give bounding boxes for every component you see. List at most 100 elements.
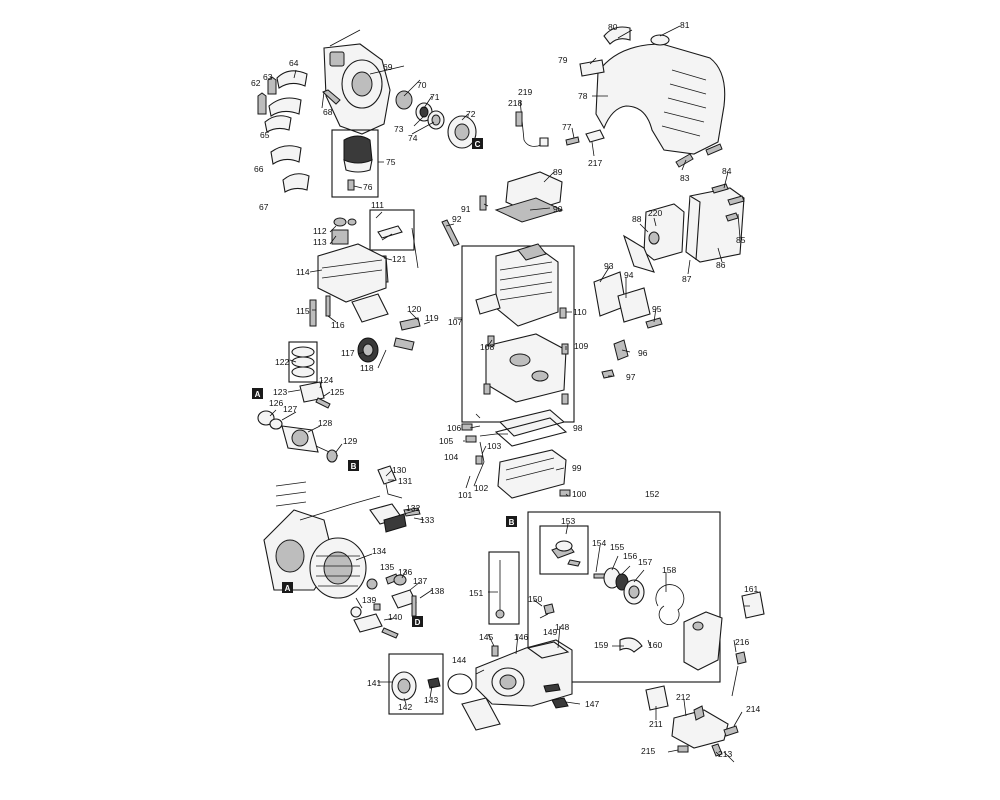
- callout-68: 68: [323, 107, 333, 117]
- callout-129: 129: [343, 436, 357, 446]
- callout-96: 96: [638, 348, 648, 358]
- callout-139: 139: [362, 595, 376, 605]
- callout-64: 64: [289, 58, 299, 68]
- callout-92: 92: [452, 214, 462, 224]
- callout-76: 76: [363, 182, 373, 192]
- callout-85: 85: [736, 235, 746, 245]
- callout-122: 122: [275, 357, 289, 367]
- callout-212: 212: [676, 692, 690, 702]
- callout-132: 132: [406, 503, 420, 513]
- callout-95: 95: [652, 304, 662, 314]
- svg-text:B: B: [351, 462, 357, 471]
- callout-88: 88: [632, 214, 642, 224]
- callout-135: 135: [380, 562, 394, 572]
- callout-102: 102: [474, 483, 488, 493]
- starter-group: [551, 540, 765, 697]
- bracket-group: [645, 685, 739, 757]
- callout-112: 112: [313, 226, 327, 236]
- cylinder-group: [475, 243, 569, 405]
- callout-213: 213: [718, 749, 732, 759]
- callout-161: 161: [744, 584, 758, 594]
- callout-125: 125: [330, 387, 344, 397]
- callout-148: 148: [555, 622, 569, 632]
- callout-105: 105: [439, 436, 453, 446]
- callout-79: 79: [558, 55, 568, 65]
- callout-80: 80: [608, 22, 618, 32]
- callout-220: 220: [648, 208, 662, 218]
- piston-crank-group: [257, 341, 339, 463]
- svg-text:A: A: [255, 390, 261, 399]
- reference-marker-a-bottom: A: [282, 582, 293, 593]
- callout-118: 118: [360, 363, 374, 373]
- callout-149: 149: [543, 627, 557, 637]
- callout-94: 94: [624, 270, 634, 280]
- callout-130: 130: [392, 465, 406, 475]
- svg-text:D: D: [415, 618, 421, 627]
- callout-89: 89: [553, 167, 563, 177]
- callout-136: 136: [398, 567, 412, 577]
- callout-83: 83: [680, 173, 690, 183]
- callout-217: 217: [588, 158, 602, 168]
- callout-114: 114: [296, 267, 310, 277]
- callout-100: 100: [572, 489, 586, 499]
- rear-housing-group: [257, 43, 477, 198]
- callout-74: 74: [408, 133, 418, 143]
- callout-124: 124: [319, 375, 333, 385]
- starter-assembly-box: [527, 511, 721, 683]
- callout-113: 113: [313, 237, 327, 247]
- callout-140: 140: [388, 612, 402, 622]
- reference-marker-b-mid: B: [348, 460, 359, 471]
- callout-109: 109: [574, 341, 588, 351]
- callout-219: 219: [518, 87, 532, 97]
- callout-69: 69: [383, 62, 393, 72]
- callout-138: 138: [430, 586, 444, 596]
- callout-117: 117: [341, 348, 355, 358]
- reference-marker-d: D: [412, 616, 423, 627]
- callout-154: 154: [592, 538, 606, 548]
- fuel-tank-group: [388, 551, 573, 731]
- callout-152: 152: [645, 489, 659, 499]
- callout-66: 66: [254, 164, 264, 174]
- callout-143: 143: [424, 695, 438, 705]
- callout-144: 144: [452, 655, 466, 665]
- engine-cover-group: [515, 26, 726, 168]
- callout-133: 133: [420, 515, 434, 525]
- ignition-group: [441, 171, 564, 247]
- callout-labels: 62 63 64 65 66 67 68 69 70 71 72 73 74 7…: [251, 20, 760, 759]
- callout-121: 121: [392, 254, 406, 264]
- callout-99: 99: [572, 463, 582, 473]
- callout-90: 90: [553, 204, 563, 214]
- callout-142: 142: [398, 702, 412, 712]
- callout-153: 153: [561, 516, 575, 526]
- callout-123: 123: [273, 387, 287, 397]
- callout-84: 84: [722, 166, 732, 176]
- svg-text:C: C: [475, 140, 481, 149]
- callout-101: 101: [458, 490, 472, 500]
- callout-87: 87: [682, 274, 692, 284]
- reference-marker-c-top: C: [472, 138, 483, 149]
- callout-111: 111: [371, 200, 384, 210]
- reference-marker-a-top: A: [252, 388, 263, 399]
- callout-145: 145: [479, 632, 493, 642]
- callout-106: 106: [447, 423, 461, 433]
- callout-159: 159: [594, 640, 608, 650]
- callout-110: 110: [573, 307, 587, 317]
- callout-71: 71: [430, 92, 440, 102]
- callout-70: 70: [417, 80, 427, 90]
- callout-63: 63: [263, 72, 273, 82]
- callout-78: 78: [578, 91, 588, 101]
- callout-150: 150: [528, 594, 542, 604]
- leader-lines: [269, 25, 750, 763]
- callout-137: 137: [413, 576, 427, 586]
- callout-98: 98: [573, 423, 583, 433]
- callout-131: 131: [398, 476, 412, 486]
- callout-86: 86: [716, 260, 726, 270]
- callout-67: 67: [259, 202, 269, 212]
- muffler-group: [623, 183, 745, 273]
- callout-134: 134: [372, 546, 386, 556]
- ignition-flywheel-group: [263, 465, 421, 639]
- callout-160: 160: [648, 640, 662, 650]
- callout-128: 128: [318, 418, 332, 428]
- intake-group: [593, 271, 663, 379]
